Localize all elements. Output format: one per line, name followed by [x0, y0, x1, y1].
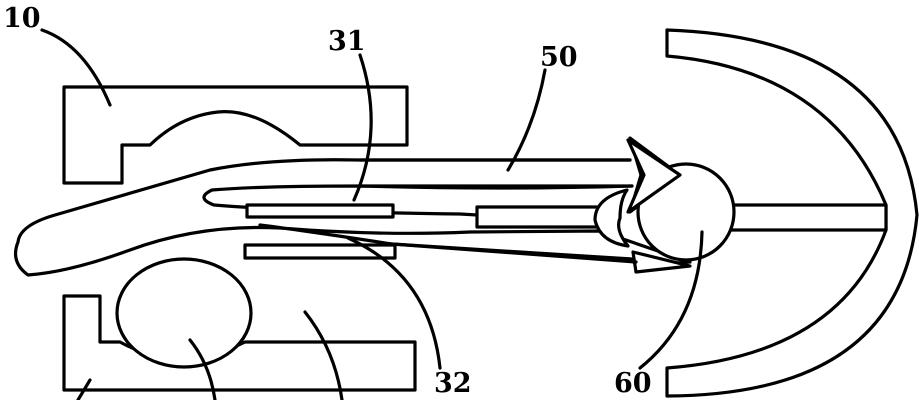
leader-60: [638, 230, 704, 370]
label-32: 32: [434, 368, 472, 399]
upper-housing-block: [62, 85, 409, 185]
right-plate: [475, 205, 607, 229]
label-60: 60: [614, 368, 652, 399]
label-10: 10: [3, 3, 41, 34]
dish-support-bar: [728, 203, 888, 232]
reflector-dish: [665, 28, 919, 398]
leader-50: [506, 68, 547, 172]
lower-arrow-shaft: [390, 242, 638, 264]
leader-lower-left: [76, 378, 92, 400]
leader-32: [346, 236, 442, 370]
plate-32: [243, 243, 397, 260]
crescent-element: [593, 188, 630, 248]
leader-10: [40, 28, 112, 107]
leader-31: [352, 53, 373, 202]
upper-arrow-head-front: [626, 138, 682, 214]
label-50: 50: [540, 42, 578, 73]
oval-element: [115, 257, 253, 369]
leader-lower-oval: [188, 338, 217, 400]
label-31: 31: [328, 26, 366, 57]
upper-arrow-shaft: [358, 158, 634, 188]
plate-31: [245, 203, 395, 219]
leader-lower-block: [303, 310, 344, 400]
